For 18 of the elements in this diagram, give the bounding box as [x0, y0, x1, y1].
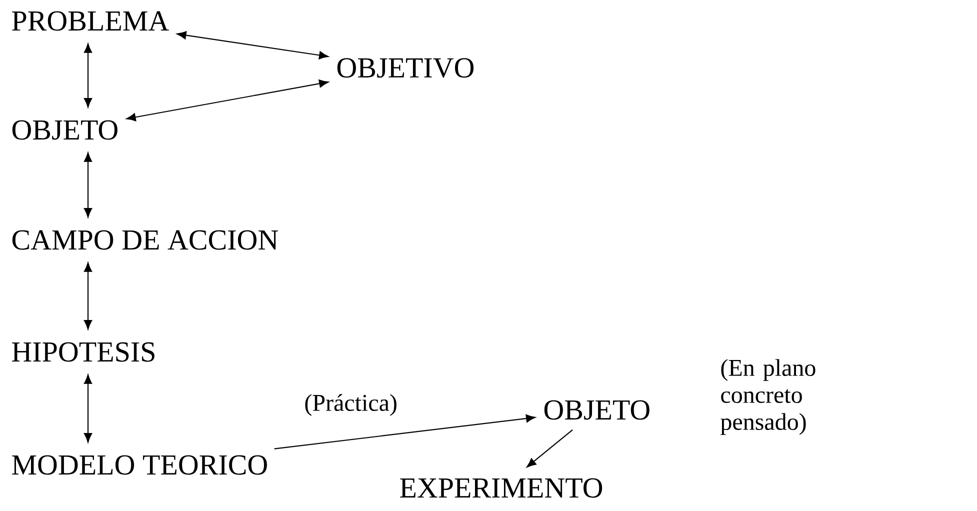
node-label: MODELO TEORICO [12, 455, 267, 475]
node-label: PROBLEMA [12, 11, 169, 31]
note-label: (En plano concreto pensado) [720, 359, 816, 435]
arrow [274, 414, 536, 450]
arrow [176, 31, 329, 60]
node-label: OBJETO [544, 400, 650, 420]
arrow [84, 374, 92, 442]
node-label: OBJETO [12, 120, 118, 140]
node-label: OBJETIVO [337, 58, 474, 78]
arrow [526, 429, 573, 468]
note-label: (Práctica) [305, 394, 396, 416]
arrow [84, 43, 92, 108]
arrow [126, 80, 329, 122]
node-label: CAMPO DE ACCION [12, 230, 278, 250]
node-label: EXPERIMENTO [400, 478, 602, 498]
node-label: HIPOTESIS [12, 342, 154, 362]
arrow [84, 262, 92, 330]
arrow [84, 152, 92, 218]
